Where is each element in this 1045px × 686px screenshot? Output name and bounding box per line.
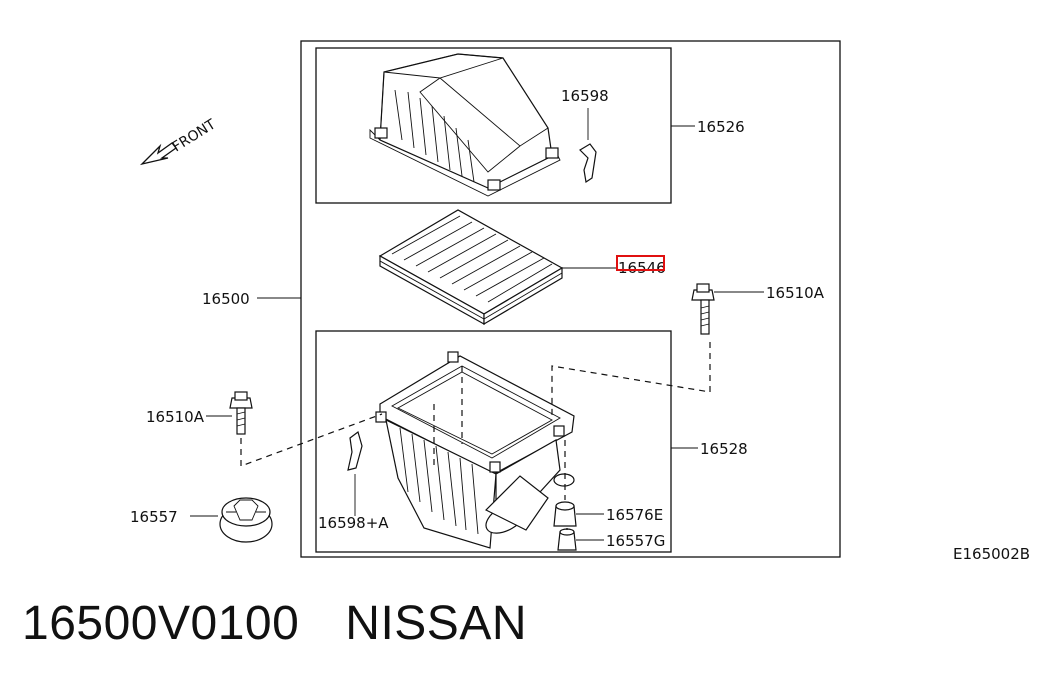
front-label: FRONT	[170, 116, 219, 155]
dashed-line-mounts	[564, 440, 568, 530]
bolt-16510a-right	[691, 283, 715, 335]
lower-box-frame	[315, 330, 672, 553]
clip-16598	[579, 143, 597, 184]
callout-16500: 16500	[202, 290, 250, 308]
grommet-16557	[219, 497, 273, 543]
callout-16528: 16528	[700, 440, 748, 458]
callout-16598a: 16598+A	[318, 514, 389, 532]
air-cleaner-body	[375, 351, 575, 549]
brand-name: NISSAN	[345, 597, 527, 650]
footer-title: 16500V0100 NISSAN	[22, 596, 527, 651]
callout-16576e: 16576E	[606, 506, 663, 524]
front-arrow-icon	[139, 142, 177, 166]
dashed-line-left-clip	[433, 366, 463, 470]
callout-16510a-right: 16510A	[766, 284, 825, 302]
clip-16598a	[347, 430, 363, 471]
outer-frame	[300, 40, 841, 558]
air-filter-element	[378, 209, 564, 326]
part-number: 16500V0100	[22, 597, 300, 650]
callout-16546-highlight	[616, 255, 665, 271]
callout-16557: 16557	[130, 508, 178, 526]
callout-16598: 16598	[561, 87, 609, 105]
callout-16557g: 16557G	[606, 532, 665, 550]
callout-16510a-left: 16510A	[146, 408, 205, 426]
air-cleaner-cover	[369, 53, 561, 197]
bolt-16510a-left	[229, 391, 253, 435]
grommet-16557g	[557, 528, 577, 551]
reference-code: E165002B	[953, 545, 1030, 563]
dashed-line-left-bolt	[240, 413, 383, 467]
dashed-line-right-bolt	[551, 342, 711, 418]
upper-box-frame	[315, 47, 672, 204]
callout-16546: 16546	[618, 259, 666, 277]
callout-16526: 16526	[697, 118, 745, 136]
mount-16576e	[553, 501, 577, 527]
